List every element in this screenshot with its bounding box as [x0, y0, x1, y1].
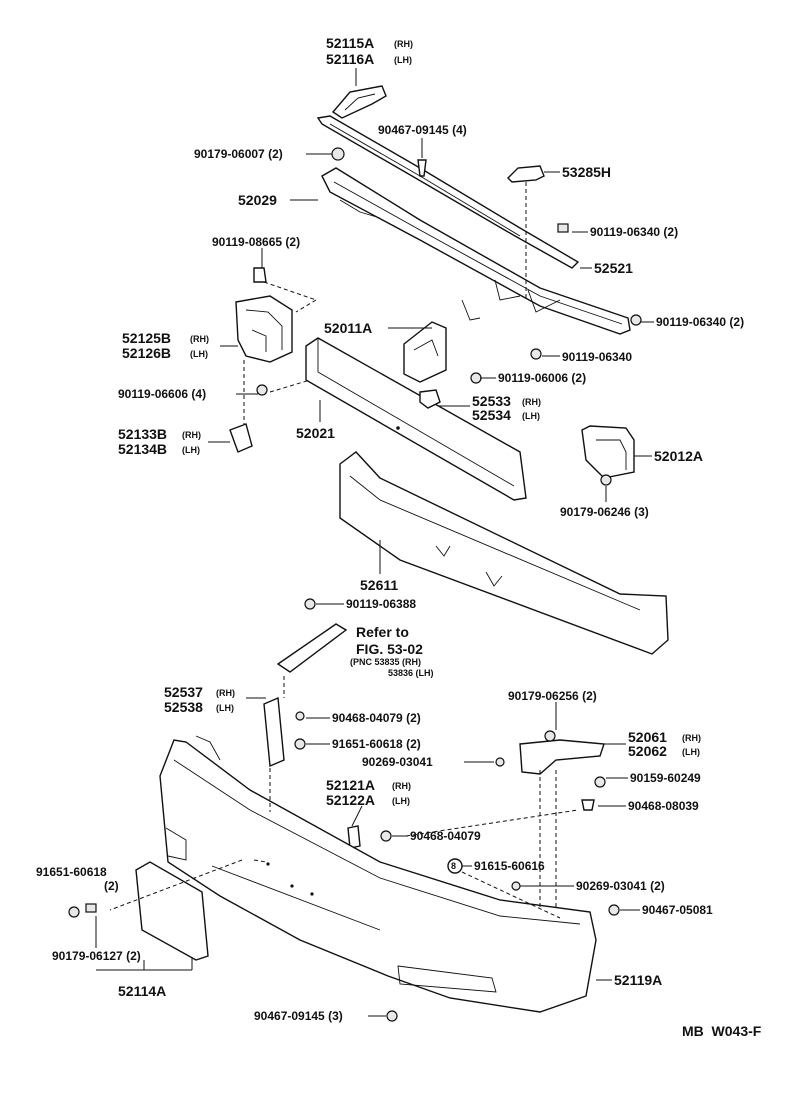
- label-52134b: 52134B: [118, 441, 167, 457]
- label-52521: 52521: [594, 260, 633, 276]
- label-90179-06007: 90179-06007 (2): [194, 147, 283, 161]
- label-52121a-rh: (RH): [392, 781, 411, 791]
- part-52533-drawing: [419, 389, 441, 409]
- label-53285h: 53285H: [562, 164, 611, 180]
- label-91651-60618-b: 91651-60618: [36, 865, 107, 879]
- label-52133b-rh: (RH): [182, 430, 201, 440]
- label-rh: (RH): [394, 39, 413, 49]
- label-refer-to: Refer to: [356, 624, 409, 640]
- label-90467-05081: 90467-05081: [642, 903, 713, 917]
- label-90119-08665: 90119-08665 (2): [212, 235, 300, 249]
- label-52061: 52061: [628, 729, 667, 745]
- label-pnc-rh: (PNC 53835 (RH): [350, 657, 421, 667]
- part-52115a-drawing: [331, 85, 387, 119]
- label-52534: 52534: [472, 407, 511, 423]
- label-52011a: 52011A: [324, 320, 372, 336]
- label-52021: 52021: [296, 425, 335, 441]
- label-lh: (LH): [394, 55, 412, 65]
- part-52121a-drawing: [347, 825, 361, 849]
- label-52121a: 52121A: [326, 777, 375, 793]
- label-90119-06388: 90119-06388: [346, 597, 416, 611]
- label-52537-rh: (RH): [216, 688, 235, 698]
- part-52021-drawing: [305, 337, 527, 501]
- label-52611: 52611: [360, 577, 398, 593]
- part-52114a-drawing: [135, 861, 209, 961]
- label-52133b: 52133B: [118, 426, 167, 442]
- label-52537: 52537: [164, 684, 203, 700]
- svg-text:8: 8: [451, 861, 456, 871]
- fasteners: 8: [68, 147, 642, 1022]
- label-52533: 52533: [472, 393, 511, 409]
- part-52119a-drawing: [159, 735, 597, 1013]
- label-52115a: 52115A: [326, 35, 374, 51]
- label-90179-06256: 90179-06256 (2): [508, 689, 597, 703]
- label-52125b: 52125B: [122, 330, 171, 346]
- label-90119-06006: 90119-06006 (2): [498, 371, 586, 385]
- label-52061-rh: (RH): [682, 733, 701, 743]
- label-52538: 52538: [164, 699, 203, 715]
- label-90269-03041-b: 90269-03041 (2): [576, 879, 665, 893]
- label-52533-rh: (RH): [522, 397, 541, 407]
- label-91651-60618-b-qty: (2): [104, 879, 119, 893]
- label-52538-lh: (LH): [216, 703, 234, 713]
- label-90119-06340-a: 90119-06340 (2): [590, 225, 678, 239]
- label-90119-06340-b: 90119-06340 (2): [656, 315, 744, 329]
- label-90468-08039: 90468-08039: [628, 799, 699, 813]
- label-pnc-lh: 53836 (LH): [388, 668, 434, 678]
- label-52125b-rh: (RH): [190, 334, 209, 344]
- label-52119a: 52119A: [614, 972, 662, 988]
- part-labels: 52115A (RH) 52116A (LH) 90467-09145 (4) …: [36, 35, 762, 1039]
- label-52122a: 52122A: [326, 792, 375, 808]
- part-52537-drawing: [263, 623, 348, 768]
- label-52126b-lh: (LH): [190, 349, 208, 359]
- label-90468-04079-b: 90468-04079: [410, 829, 481, 843]
- label-90467-09145-4: 90467-09145 (4): [378, 123, 467, 137]
- label-90468-04079-a: 90468-04079 (2): [332, 711, 421, 725]
- part-52012a-drawing: [581, 425, 635, 479]
- part-52061-drawing: [519, 739, 605, 775]
- diagram-code: MB W043-F: [682, 1023, 762, 1039]
- label-90179-06127: 90179-06127 (2): [52, 949, 141, 963]
- label-52534-lh: (LH): [522, 411, 540, 421]
- label-90119-06606: 90119-06606 (4): [118, 387, 206, 401]
- label-90179-06246: 90179-06246 (3): [560, 505, 649, 519]
- label-52114a: 52114A: [118, 983, 166, 999]
- assembly-guide-lines: [109, 182, 579, 919]
- label-90269-03041-a: 90269-03041: [362, 755, 433, 769]
- label-52062-lh: (LH): [682, 747, 700, 757]
- label-90467-09145-3: 90467-09145 (3): [254, 1009, 343, 1023]
- label-52116a: 52116A: [326, 51, 374, 67]
- part-52133b-drawing: [229, 423, 253, 453]
- label-52012a: 52012A: [654, 448, 703, 464]
- part-52611-drawing: [339, 451, 669, 655]
- label-52062: 52062: [628, 743, 667, 759]
- part-52521-drawing: [321, 167, 631, 335]
- label-fig-53-02: FIG. 53-02: [356, 641, 423, 657]
- label-91615-60616: 91615-60616: [474, 859, 545, 873]
- part-52125b-drawing: [235, 295, 293, 363]
- label-52122a-lh: (LH): [392, 796, 410, 806]
- label-52134b-lh: (LH): [182, 445, 200, 455]
- part-53285h-drawing: [507, 165, 545, 183]
- label-90119-06340-c: 90119-06340: [562, 350, 632, 364]
- part-52011a-drawing: [403, 321, 447, 383]
- label-52029: 52029: [238, 192, 277, 208]
- label-91651-60618-a: 91651-60618 (2): [332, 737, 421, 751]
- leader-lines: [95, 68, 654, 1017]
- label-52126b: 52126B: [122, 345, 171, 361]
- label-90159-60249: 90159-60249: [630, 771, 701, 785]
